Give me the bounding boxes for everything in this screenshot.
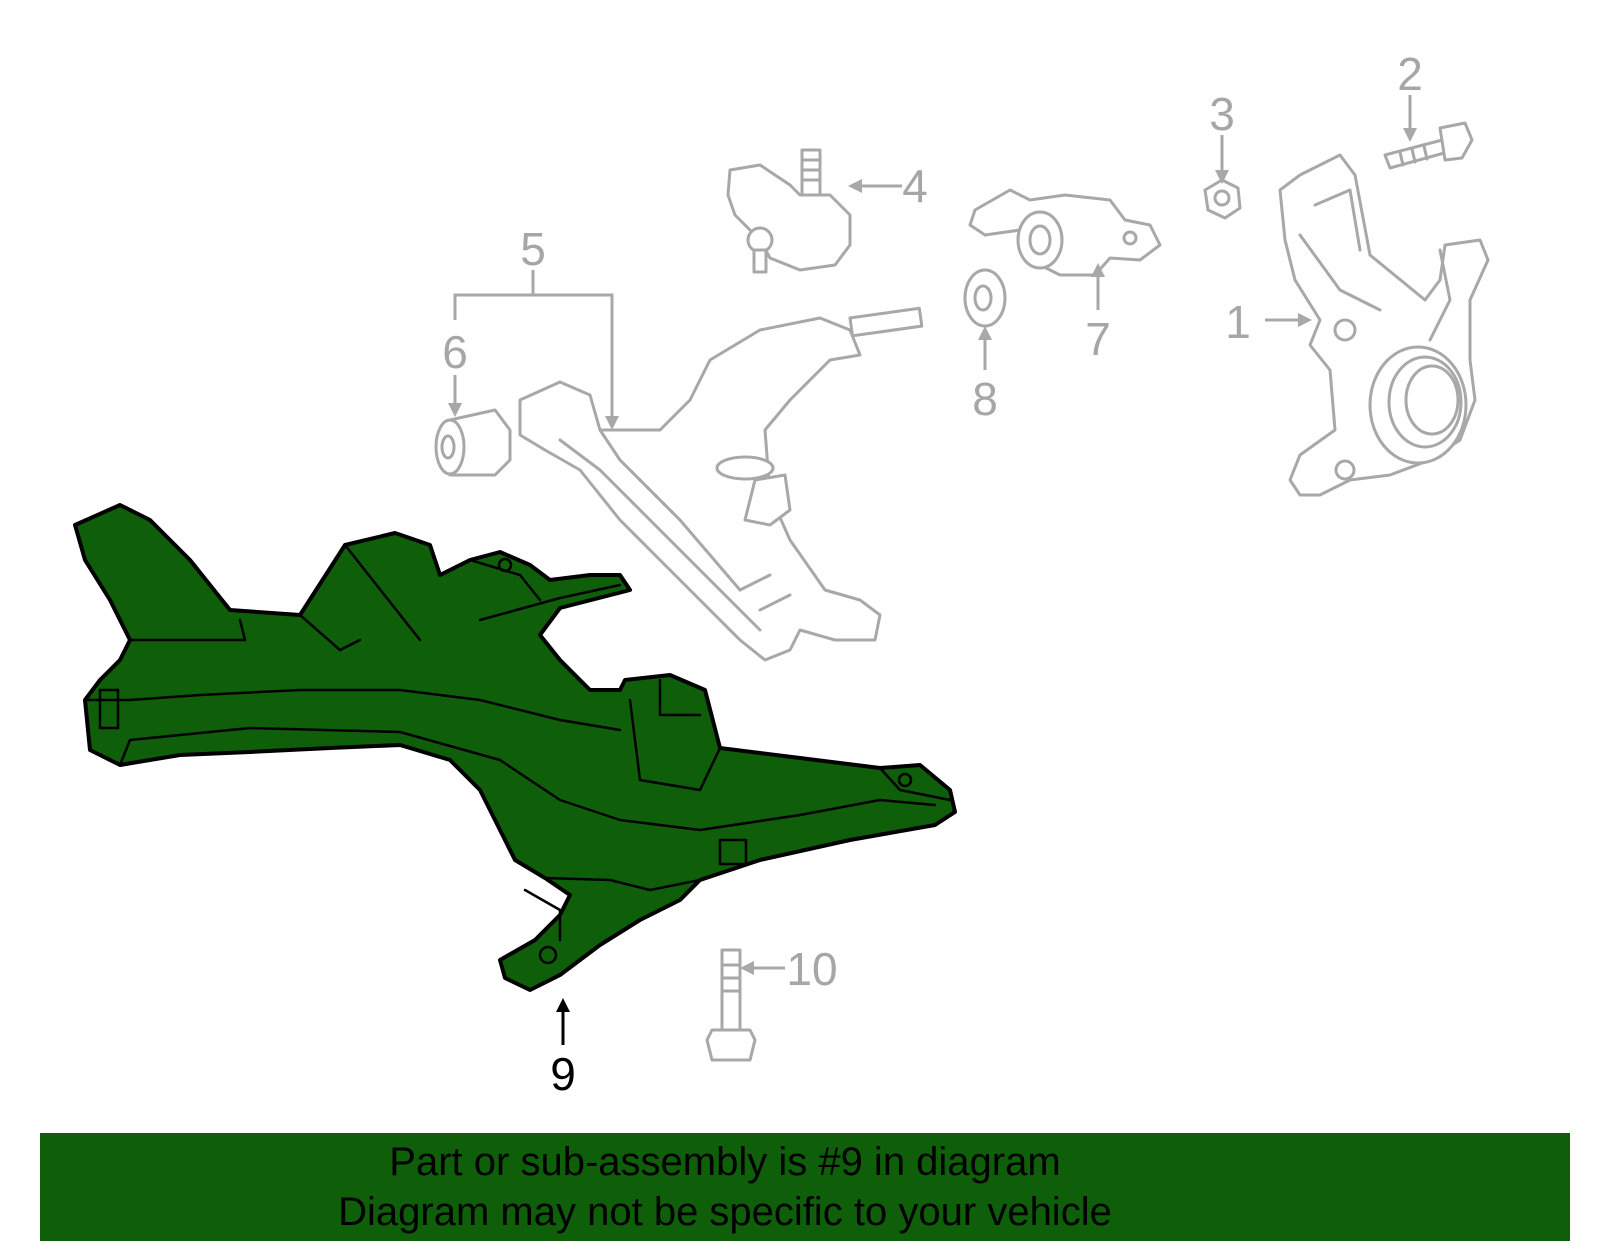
callout-5[interactable]: 5 — [520, 223, 546, 275]
crossmember-part[interactable] — [73, 503, 957, 992]
lower-control-arm-part[interactable] — [518, 306, 924, 662]
rear-bushing-bracket-part[interactable] — [968, 188, 1162, 277]
knuckle-bolt-part[interactable] — [1383, 121, 1474, 170]
callout-7[interactable]: 7 — [1085, 313, 1111, 365]
info-banner: Part or sub-assembly is #9 in diagram Di… — [40, 1133, 1570, 1241]
ball-joint-part[interactable] — [726, 148, 852, 274]
callout-2[interactable]: 2 — [1397, 48, 1423, 100]
callout-10[interactable]: 10 — [786, 943, 837, 995]
banner-line-2: Diagram may not be specific to your vehi… — [338, 1190, 1112, 1234]
callout-8[interactable]: 8 — [972, 373, 998, 425]
callout-3[interactable]: 3 — [1209, 88, 1235, 140]
crossmember-bolt-part[interactable] — [705, 948, 757, 1062]
callout-1[interactable]: 1 — [1225, 296, 1251, 348]
callout-6[interactable]: 6 — [442, 326, 468, 378]
callout-9[interactable]: 9 — [550, 1048, 576, 1100]
callout-4[interactable]: 4 — [902, 160, 928, 212]
steering-knuckle-part[interactable] — [1278, 153, 1490, 497]
parts-diagram: 1 2 3 4 5 6 7 8 10 9 — [73, 48, 1490, 1100]
banner-line-1: Part or sub-assembly is #9 in diagram — [389, 1140, 1061, 1184]
washer-part[interactable] — [963, 268, 1007, 328]
callout-leaders — [448, 95, 1417, 1045]
nut-part[interactable] — [1203, 178, 1242, 220]
front-bushing-part[interactable] — [434, 408, 512, 477]
